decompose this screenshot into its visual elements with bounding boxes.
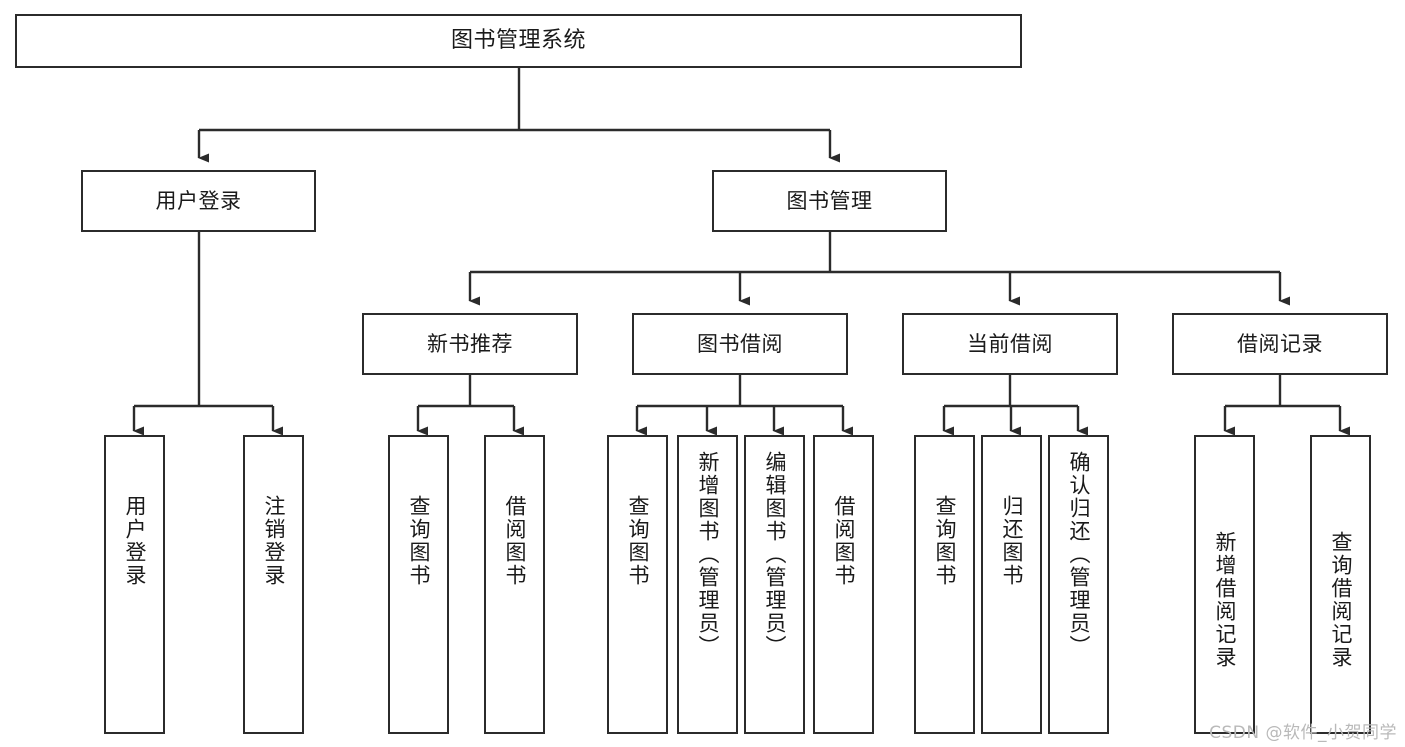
node-label: 当前借阅: [967, 331, 1053, 356]
leaf-query-book-new-recommend[interactable]: 查询图书: [388, 435, 449, 734]
node-user-login[interactable]: 用户登录: [81, 170, 316, 232]
node-book-management[interactable]: 图书管理: [712, 170, 947, 232]
leaf-logout-login[interactable]: 注销登录: [243, 435, 304, 734]
node-label: 归还图书: [1000, 495, 1024, 587]
leaf-query-borrow-record[interactable]: 查询借阅记录: [1310, 435, 1371, 734]
node-label: 用户登录: [155, 188, 242, 213]
node-label: 确认归还（管理员）: [1067, 451, 1091, 658]
node-borrow-record[interactable]: 借阅记录: [1172, 313, 1388, 375]
node-label: 查询图书: [933, 495, 957, 587]
node-label: 查询图书: [407, 495, 431, 587]
node-label: 新增图书（管理员）: [696, 451, 720, 658]
node-label: 新书推荐: [427, 331, 513, 356]
leaf-user-login[interactable]: 用户登录: [104, 435, 165, 734]
leaf-confirm-return-admin[interactable]: 确认归还（管理员）: [1048, 435, 1109, 734]
node-label: 图书借阅: [697, 331, 783, 356]
leaf-borrow-book-new-recommend[interactable]: 借阅图书: [484, 435, 545, 734]
leaf-borrow-book-borrow[interactable]: 借阅图书: [813, 435, 874, 734]
leaf-add-borrow-record[interactable]: 新增借阅记录: [1194, 435, 1255, 734]
node-label: 借阅图书: [503, 495, 527, 587]
node-label: 注销登录: [262, 495, 286, 587]
node-label: 编辑图书（管理员）: [763, 451, 787, 658]
node-label: 图书管理系统: [450, 28, 586, 54]
node-label: 查询图书: [626, 495, 650, 587]
node-label: 借阅图书: [832, 495, 856, 587]
leaf-edit-book-admin[interactable]: 编辑图书（管理员）: [744, 435, 805, 734]
node-root-book-management-system[interactable]: 图书管理系统: [15, 14, 1022, 68]
leaf-return-book[interactable]: 归还图书: [981, 435, 1042, 734]
node-label: 新增借阅记录: [1213, 531, 1237, 669]
node-label: 查询借阅记录: [1329, 531, 1353, 669]
node-label: 用户登录: [123, 495, 147, 587]
leaf-query-book-borrow[interactable]: 查询图书: [607, 435, 668, 734]
node-current-borrow[interactable]: 当前借阅: [902, 313, 1118, 375]
node-label: 图书管理: [786, 188, 873, 213]
node-book-borrow[interactable]: 图书借阅: [632, 313, 848, 375]
csdn-watermark: CSDN @软件_小贺同学: [1209, 723, 1397, 743]
leaf-add-book-admin[interactable]: 新增图书（管理员）: [677, 435, 738, 734]
leaf-query-book-current[interactable]: 查询图书: [914, 435, 975, 734]
node-new-book-recommend[interactable]: 新书推荐: [362, 313, 578, 375]
node-label: 借阅记录: [1237, 331, 1323, 356]
